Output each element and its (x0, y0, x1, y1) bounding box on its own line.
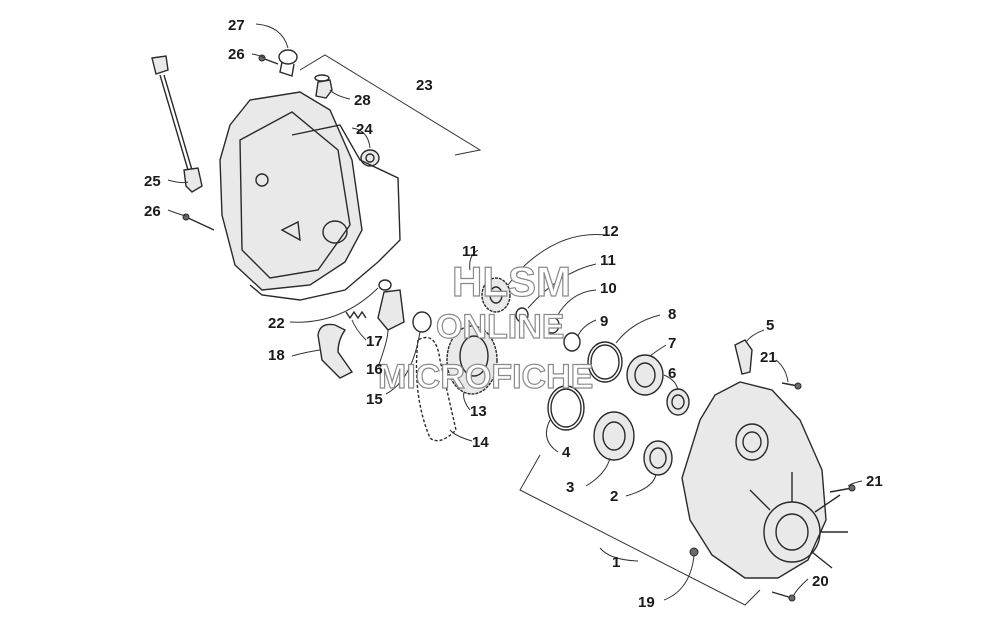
callout-label: 10 (600, 280, 617, 297)
bolt-21-lower (829, 484, 856, 493)
callout-label: 21 (866, 473, 883, 490)
callout-label: 13 (470, 403, 487, 420)
hose-18 (317, 323, 354, 379)
bolt-21-upper (781, 382, 802, 390)
bracket-23 (299, 54, 482, 156)
watermark-line2: ONLINE (436, 308, 564, 346)
callout-label: 26 (144, 203, 161, 220)
spring-17 (345, 310, 367, 320)
bolt-26-left (182, 213, 215, 231)
seal-6 (666, 388, 690, 416)
chaincase-cover-23 (219, 91, 363, 291)
callout-label: 27 (228, 17, 245, 34)
washer-10 (544, 316, 560, 334)
callout-label: 26 (228, 46, 245, 63)
callout-label: 9 (600, 313, 608, 330)
nut-19 (689, 547, 699, 557)
oring-4 (547, 385, 585, 431)
callout-label: 12 (602, 223, 619, 240)
callout-label: 21 (760, 349, 777, 366)
leader-lines (167, 23, 863, 601)
callout-label: 14 (472, 434, 489, 451)
callout-label: 20 (812, 573, 829, 590)
washer-11 (515, 307, 529, 323)
callout-label: 5 (766, 317, 774, 334)
callout-label: 4 (562, 444, 571, 461)
sensor-25 (151, 55, 203, 193)
bracket-1 (519, 454, 761, 606)
callout-label: 25 (144, 173, 161, 190)
chaincase-housing-1 (681, 381, 848, 579)
seal-24 (360, 149, 380, 167)
watermark-line1: HLSM (452, 258, 571, 305)
callout-labels: 27 26 23 28 24 25 26 12 11 11 10 9 8 5 7… (144, 17, 883, 611)
sprocket-13 (446, 325, 498, 395)
tensioner-16 (377, 279, 405, 331)
callout-label: 2 (610, 488, 618, 505)
callout-label: 1 (612, 554, 620, 571)
callout-label: 17 (366, 333, 383, 350)
watermark: HLSM ONLINE MICROFICHE (377, 257, 594, 396)
callout-label: 15 (366, 391, 383, 408)
clamp-27 (278, 49, 298, 77)
gasket-22 (249, 124, 401, 301)
bearing-7 (626, 354, 664, 396)
callout-label: 7 (668, 335, 676, 352)
ring-9 (563, 332, 581, 352)
watermark-line3: MICROFICHE (378, 358, 593, 396)
callout-label: 24 (356, 121, 373, 138)
seal-2 (643, 440, 673, 476)
callout-label: 6 (668, 365, 676, 382)
bolt-20 (771, 591, 796, 602)
fitting-5 (734, 339, 753, 375)
sprocket-12 (481, 277, 511, 313)
callout-label: 18 (268, 347, 285, 364)
callout-label: 28 (354, 92, 371, 109)
oring-8 (587, 341, 623, 383)
callout-label: 23 (416, 77, 433, 94)
callout-label: 8 (668, 306, 676, 323)
callout-label: 11 (600, 252, 616, 269)
callout-label: 22 (268, 315, 285, 332)
callout-label: 3 (566, 479, 574, 496)
callout-label: 19 (638, 594, 655, 611)
bearing-3 (593, 411, 635, 461)
chain-14 (415, 336, 457, 442)
ring-15 (412, 311, 432, 333)
callout-label: 11 (462, 243, 478, 260)
plug-28 (314, 74, 333, 99)
callout-label: 16 (366, 361, 383, 378)
